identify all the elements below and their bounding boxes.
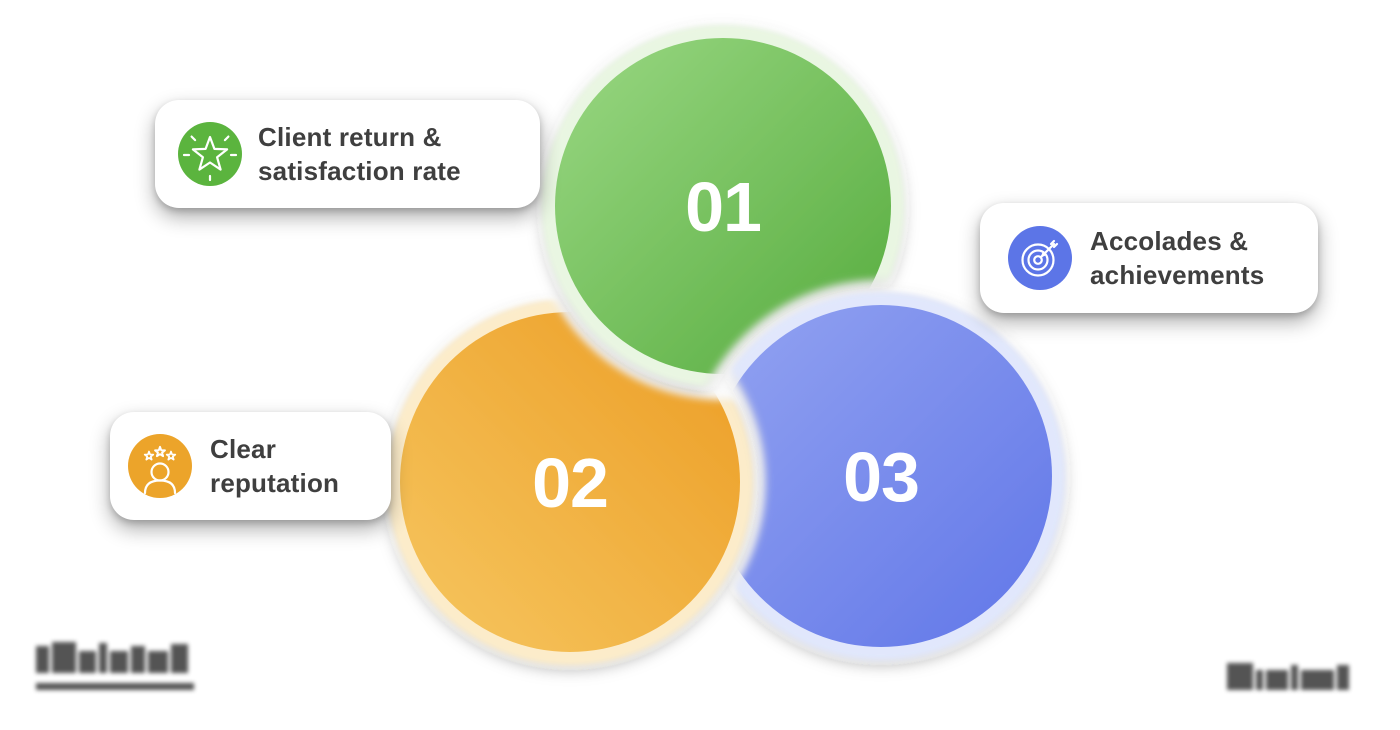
circle-03-body	[710, 305, 1052, 647]
circle-01-body	[555, 38, 891, 374]
label-line: Accolades &	[1090, 226, 1249, 256]
card-client-return: Client return & satisfaction rate	[155, 100, 540, 208]
card-client-return-label: Client return & satisfaction rate	[258, 120, 461, 188]
circle-02-number: 02	[532, 444, 608, 522]
label-line: satisfaction rate	[258, 156, 461, 186]
logo-wordmark	[36, 642, 194, 673]
logo-glyph	[1266, 670, 1288, 690]
logo-glyph	[36, 646, 49, 673]
label-line: reputation	[210, 468, 340, 498]
circle-01	[542, 25, 904, 387]
watermark-logo-left	[36, 642, 194, 690]
card-accolades-label: Accolades & achievements	[1090, 224, 1264, 292]
target-arrow-icon	[1008, 226, 1072, 290]
logo-glyph	[110, 651, 128, 673]
logo-glyph	[131, 646, 145, 673]
card-clear-reputation-label: Clear reputation	[210, 432, 339, 500]
logo-glyph	[1256, 670, 1263, 690]
logo-glyph	[1291, 665, 1298, 690]
circle-02	[387, 299, 753, 665]
logo-tagline	[36, 683, 194, 690]
card-accolades: Accolades & achievements	[980, 203, 1318, 313]
logo-glyph	[99, 643, 107, 673]
icon-badge-circle	[128, 434, 192, 498]
logo-glyph	[1227, 663, 1253, 690]
icon-badge-circle	[1008, 226, 1072, 290]
label-line: achievements	[1090, 260, 1265, 290]
card-clear-reputation: Clear reputation	[110, 412, 391, 520]
circle-02-body	[400, 312, 740, 652]
logo-glyph	[148, 651, 168, 673]
label-line: Client return &	[258, 122, 442, 152]
logo-glyph	[1337, 665, 1349, 690]
sparkle-star-icon	[178, 122, 242, 186]
logo-wordmark	[1227, 663, 1349, 690]
circle-01-number: 01	[685, 168, 761, 246]
circle-03	[697, 292, 1065, 660]
label-line: Clear	[210, 434, 277, 464]
watermark-logo-right	[1227, 663, 1349, 690]
circle-03-number: 03	[843, 438, 919, 516]
logo-glyph	[79, 651, 96, 673]
logo-glyph	[1301, 670, 1334, 690]
person-stars-icon	[128, 434, 192, 498]
logo-glyph	[171, 644, 188, 673]
logo-glyph	[52, 642, 76, 673]
